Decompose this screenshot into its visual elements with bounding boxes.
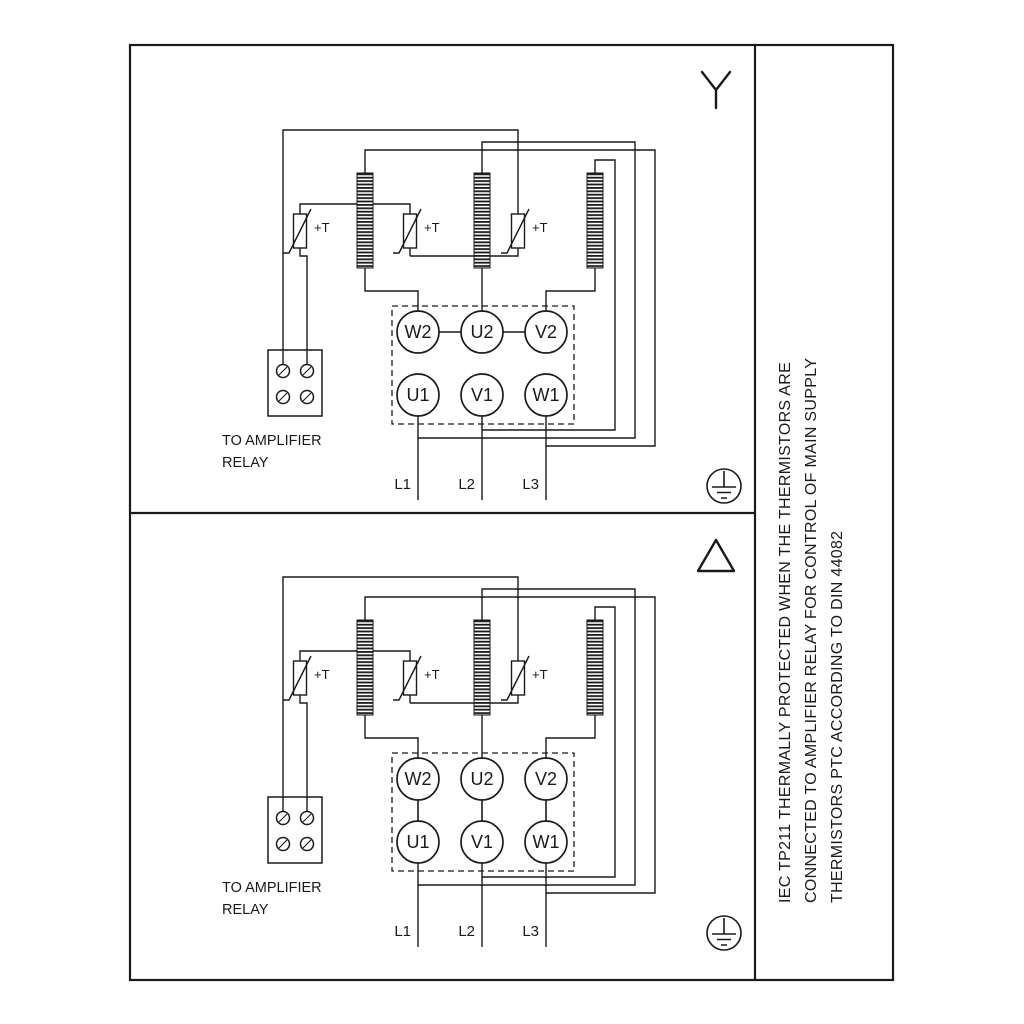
- terminal-label-w2: W2: [405, 322, 432, 342]
- thermistor-label: +T: [532, 220, 548, 235]
- thermistor-symbol: [501, 208, 530, 254]
- thermistor-symbol: [393, 208, 422, 254]
- thermistor-label: +T: [424, 220, 440, 235]
- panel-shapes: [267, 129, 742, 504]
- winding-symbol: [586, 172, 604, 269]
- relay-caption-line2: RELAY: [222, 902, 269, 918]
- terminal-circle: [396, 373, 440, 417]
- note-line-1: IEC TP211 THERMALLY PROTECTED WHEN THE T…: [777, 362, 794, 903]
- delta-icon: [696, 538, 736, 573]
- supply-label-l2: L2: [458, 923, 475, 940]
- delta-bridge-links: [417, 800, 547, 821]
- winding-wiring: [364, 141, 656, 447]
- terminal-label-w1: W1: [533, 832, 560, 852]
- terminal-label-u1: U1: [406, 385, 429, 405]
- terminal-circles: [396, 310, 568, 417]
- thermistor-label: +T: [314, 667, 330, 682]
- terminal-label-v1: V1: [471, 832, 493, 852]
- thermistor-symbol: [283, 208, 312, 254]
- terminal-board-outline: [391, 305, 575, 425]
- note-line-3: THERMISTORS PTC ACCORDING TO DIN 44082: [829, 531, 846, 903]
- supply-label-l2: L2: [458, 476, 475, 493]
- terminal-label-u2: U2: [470, 769, 493, 789]
- panel-delta-labels: W2 U2 V2 U1 V1 W1 +T +T +T TO AMPLIFIER …: [222, 667, 560, 940]
- supply-label-l3: L3: [522, 476, 539, 493]
- terminal-label-w2: W2: [405, 769, 432, 789]
- thermistor-label: +T: [424, 667, 440, 682]
- supply-label-l3: L3: [522, 923, 539, 940]
- supply-lead-wiring: [417, 416, 547, 500]
- diagram-frame: [128, 43, 895, 982]
- relay-caption-line1: TO AMPLIFIER: [222, 433, 322, 449]
- star-icon: [700, 70, 732, 110]
- winding-symbol: [473, 172, 491, 269]
- note-line-2: CONNECTED TO AMPLIFIER RELAY FOR CONTROL…: [803, 358, 820, 903]
- supply-label-l1: L1: [394, 923, 411, 940]
- panel-star-labels: W2 U2 V2 U1 V1 W1 +T +T +T TO AMPLIFIER …: [222, 220, 560, 493]
- relay-caption-line1: TO AMPLIFIER: [222, 880, 322, 896]
- terminal-label-u2: U2: [470, 322, 493, 342]
- terminal-label-v2: V2: [535, 322, 557, 342]
- terminal-label-w1: W1: [533, 385, 560, 405]
- right-note: IEC TP211 THERMALLY PROTECTED WHEN THE T…: [777, 358, 846, 903]
- thermistor-label: +T: [532, 667, 548, 682]
- motor-winding-symbols: [356, 172, 604, 269]
- amplifier-relay-box: [267, 349, 323, 417]
- panel-shapes-delta: [267, 576, 742, 951]
- terminal-label-u1: U1: [406, 832, 429, 852]
- supply-label-l1: L1: [394, 476, 411, 493]
- terminal-label-v2: V2: [535, 769, 557, 789]
- terminal-label-v1: V1: [471, 385, 493, 405]
- terminal-circle: [460, 373, 504, 417]
- thermistor-symbols: [283, 208, 530, 254]
- relay-caption-line2: RELAY: [222, 455, 269, 471]
- ground-icon: [706, 468, 742, 504]
- winding-symbol: [356, 172, 374, 269]
- terminal-circle: [524, 373, 568, 417]
- thermistor-label: +T: [314, 220, 330, 235]
